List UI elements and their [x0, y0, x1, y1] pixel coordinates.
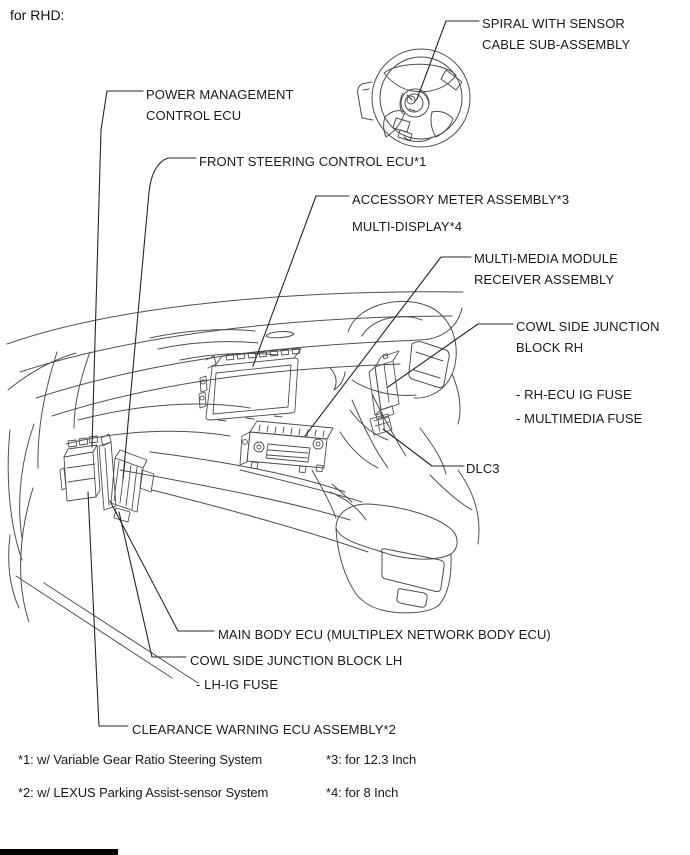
callout-line: CABLE SUB-ASSEMBLY: [482, 37, 631, 52]
callout-power-management-ecu: POWER MANAGEMENT CONTROL ECU: [146, 84, 294, 126]
callout-spiral-cable: SPIRAL WITH SENSOR CABLE SUB-ASSEMBLY: [482, 13, 630, 55]
callout-accessory-meter: ACCESSORY METER ASSEMBLY*3: [352, 189, 569, 210]
callout-multi-display: MULTI-DISPLAY*4: [352, 216, 462, 237]
callout-line: DLC3: [466, 461, 500, 476]
footnote-3: *3: for 12.3 Inch: [326, 752, 417, 767]
accessory-meter-display-unit: [198, 347, 302, 422]
footnote-2: *2: w/ LEXUS Parking Assist-sensor Syste…: [18, 785, 269, 800]
footnote-4: *4: for 8 Inch: [326, 785, 399, 800]
callout-line: - RH-ECU IG FUSE: [516, 387, 632, 402]
callout-multimedia-module: MULTI-MEDIA MODULE RECEIVER ASSEMBLY: [474, 248, 618, 290]
callout-line: RECEIVER ASSEMBLY: [474, 272, 615, 287]
steering-wheel-icon: [357, 48, 471, 148]
callout-cowl-side-junction-rh: COWL SIDE JUNCTION BLOCK RH: [516, 316, 660, 358]
callout-line: ACCESSORY METER ASSEMBLY*3: [352, 192, 570, 207]
callout-line: SPIRAL WITH SENSOR: [482, 16, 625, 31]
dlc3-connector: [369, 412, 393, 436]
page-footer-bar: [0, 849, 118, 855]
callout-rh-ecu-ig-fuse: - RH-ECU IG FUSE: [516, 384, 632, 405]
callout-line: MAIN BODY ECU (MULTIPLEX NETWORK BODY EC…: [218, 627, 551, 642]
page-title: for RHD:: [10, 7, 65, 23]
callout-line: - MULTIMEDIA FUSE: [516, 411, 643, 426]
footnote-1: *1: w/ Variable Gear Ratio Steering Syst…: [18, 752, 263, 767]
callout-cowl-side-junction-lh: COWL SIDE JUNCTION BLOCK LH: [190, 650, 402, 671]
callout-line: CLEARANCE WARNING ECU ASSEMBLY*2: [132, 722, 396, 737]
callout-line: CONTROL ECU: [146, 108, 242, 123]
ecu-cluster-lh: [59, 433, 155, 523]
cowl-side-junction-block-rh: [368, 350, 400, 419]
leader-lines: [87, 20, 514, 727]
callout-line: MULTI-DISPLAY*4: [352, 219, 463, 234]
callout-dlc3: DLC3: [466, 458, 500, 479]
callout-line: COWL SIDE JUNCTION BLOCK LH: [190, 653, 403, 668]
callout-line: BLOCK RH: [516, 340, 584, 355]
callout-line: POWER MANAGEMENT: [146, 87, 294, 102]
callout-multimedia-fuse: - MULTIMEDIA FUSE: [516, 408, 642, 429]
callout-line: COWL SIDE JUNCTION: [516, 319, 660, 334]
callout-main-body-ecu: MAIN BODY ECU (MULTIPLEX NETWORK BODY EC…: [218, 624, 551, 645]
instrument-panel-outline: [6, 291, 480, 684]
multimedia-receiver-unit: [239, 420, 334, 474]
callout-line: - LH-IG FUSE: [196, 677, 279, 692]
callout-clearance-warning-ecu: CLEARANCE WARNING ECU ASSEMBLY*2: [132, 719, 396, 740]
center-console-armrest: [311, 469, 458, 614]
callout-lh-ig-fuse: - LH-IG FUSE: [196, 674, 278, 695]
callout-front-steering-ecu: FRONT STEERING CONTROL ECU*1: [199, 151, 426, 172]
callout-line: MULTI-MEDIA MODULE: [474, 251, 618, 266]
spiral-cable-sensor-hub: [392, 88, 430, 142]
callout-line: FRONT STEERING CONTROL ECU*1: [199, 154, 427, 169]
